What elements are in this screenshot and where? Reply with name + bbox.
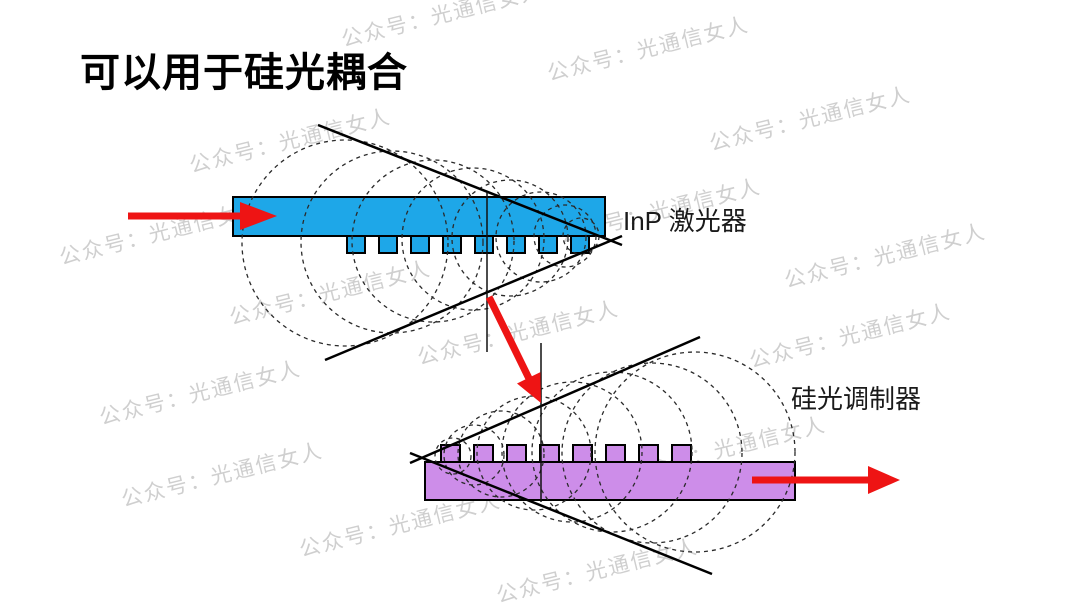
beam-cone-line bbox=[409, 451, 713, 576]
wavefront-circle bbox=[495, 191, 587, 283]
modulator-grating-teeth bbox=[440, 444, 692, 463]
beam-cone-line bbox=[324, 234, 623, 362]
wavefront-circle bbox=[443, 424, 505, 486]
wavefront-circle bbox=[501, 381, 643, 523]
laser-waveguide-group bbox=[232, 196, 606, 254]
wavefront-circle bbox=[457, 410, 545, 498]
input-light-arrow bbox=[128, 202, 277, 230]
modulator-wavefronts bbox=[434, 351, 796, 553]
modulator-waveguide bbox=[424, 461, 796, 501]
wavefront-circle bbox=[476, 395, 592, 511]
laser-grating-teeth bbox=[346, 235, 590, 254]
beam-cone-line bbox=[409, 335, 701, 465]
wavefront-circle bbox=[531, 371, 693, 533]
wavefront-circle bbox=[401, 167, 545, 311]
output-light-arrow bbox=[752, 466, 900, 494]
wavefront-circle bbox=[594, 351, 796, 553]
wavefront-circle bbox=[241, 139, 449, 347]
wavefront-circle bbox=[300, 150, 484, 334]
beam-cone-line bbox=[317, 123, 623, 247]
modulator-beam-cone bbox=[409, 335, 713, 576]
light-arrows bbox=[128, 202, 900, 494]
wavefront-circle bbox=[351, 159, 515, 323]
laser-beam-cone bbox=[317, 123, 623, 362]
coupling-arrow bbox=[485, 295, 541, 403]
wavefront-circle bbox=[561, 362, 743, 544]
wavefront-circle bbox=[451, 179, 569, 297]
wavefront-circle bbox=[434, 437, 472, 475]
